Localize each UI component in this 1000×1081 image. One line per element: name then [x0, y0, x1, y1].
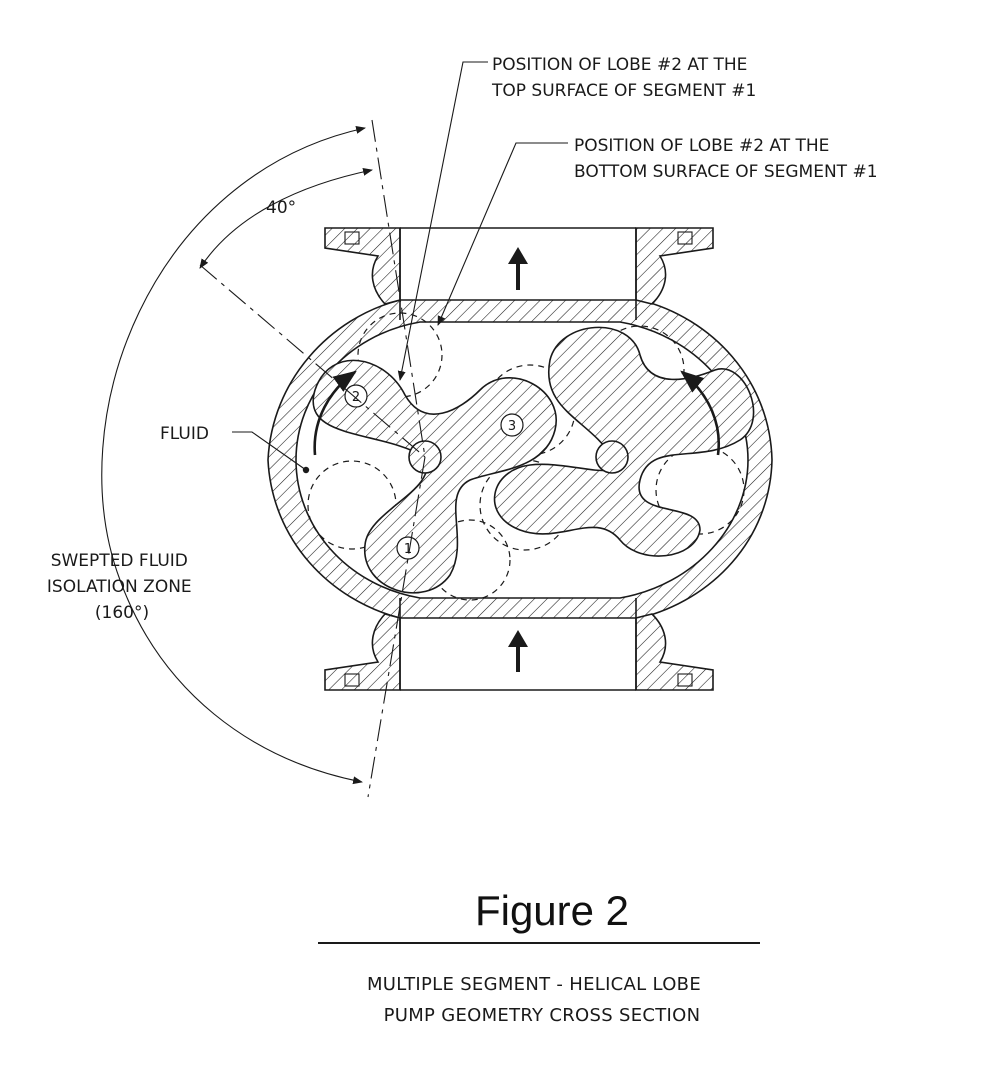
lobe-number-3: 3: [508, 419, 516, 434]
left-rotor-body: [312, 359, 557, 594]
isolation-zone-label: SWEPTED FLUID ISOLATION ZONE (160°): [47, 551, 197, 623]
bottom-left-flange: [324, 613, 401, 691]
left-rotation-arrow: [313, 370, 357, 456]
left-rotor: [312, 359, 557, 594]
angle-dimensions: [101, 119, 426, 798]
right-rotation-arrow: [680, 370, 721, 456]
lobe-marker-1: 1: [396, 536, 420, 560]
right-shaft: [595, 440, 629, 474]
upper-center-line: [371, 119, 426, 458]
bolt-slot: [677, 231, 693, 245]
fluid-leader: [232, 431, 307, 471]
inlet-flow-arrow: [508, 630, 528, 672]
bolt-slot: [677, 673, 693, 687]
figure-title: Figure 2: [475, 887, 629, 934]
bottom-surface-leader: [437, 142, 568, 326]
forty-degree-label: 40°: [266, 198, 296, 218]
top-left-flange: [324, 227, 401, 305]
figure-caption: MULTIPLE SEGMENT - HELICAL LOBE PUMP GEO…: [367, 974, 707, 1026]
lobe-number-1: 1: [404, 542, 412, 557]
bottom-right-flange: [635, 613, 714, 691]
lobe-bottom-label: POSITION OF LOBE #2 AT THE BOTTOM SURFAC…: [574, 136, 878, 182]
outlet-flow-arrow: [508, 247, 528, 290]
top-surface-leader: [397, 61, 488, 381]
lobe-marker-2: 2: [344, 384, 368, 408]
offset-center-line: [199, 264, 426, 458]
fluid-label: FLUID: [160, 424, 209, 444]
lower-center-line: [367, 456, 426, 798]
lobe-marker-3: 3: [500, 413, 524, 437]
forty-degree-arc: [199, 167, 373, 269]
leader-lines: [232, 61, 568, 474]
lobe-top-label: POSITION OF LOBE #2 AT THE TOP SURFACE O…: [491, 55, 756, 101]
fluid-leader-dot: [302, 466, 310, 474]
top-right-flange: [635, 227, 714, 305]
